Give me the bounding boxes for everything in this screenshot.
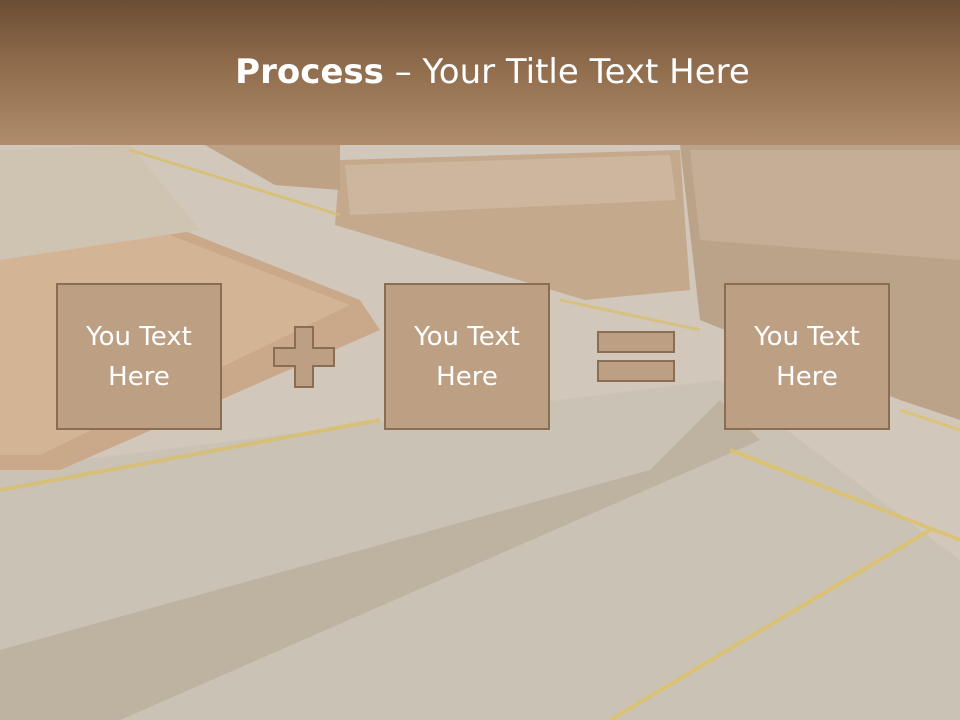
plus-icon xyxy=(273,326,335,388)
process-box-result-label: You Text Here xyxy=(754,321,860,392)
process-box-1[interactable]: You Text Here xyxy=(56,283,222,430)
title-bold: Process xyxy=(235,52,384,92)
title-dash: – xyxy=(383,52,423,92)
process-box-1-label: You Text Here xyxy=(86,321,192,392)
process-box-2[interactable]: You Text Here xyxy=(384,283,550,430)
process-box-result[interactable]: You Text Here xyxy=(724,283,890,430)
title-bar xyxy=(0,0,960,145)
equals-icon xyxy=(597,331,675,382)
title-text: Your Title Text Here xyxy=(422,52,750,92)
slide-title: Process – Your Title Text Here xyxy=(0,52,960,92)
process-box-2-label: You Text Here xyxy=(414,321,520,392)
